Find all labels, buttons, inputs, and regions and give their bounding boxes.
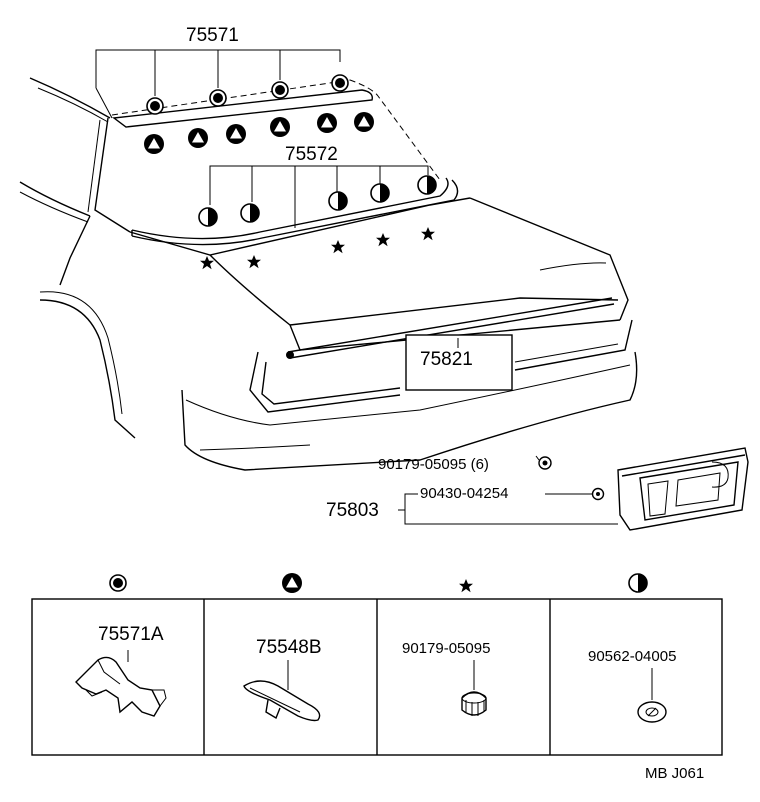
leader-75803 [398, 493, 618, 525]
clip-75548b-marker [270, 117, 290, 137]
circle-dot-icon [109, 574, 127, 592]
grommet-90562-marker [240, 203, 260, 223]
grommet-90562-04005-drawing [637, 668, 667, 723]
label-75571-group: 75571 [95, 25, 341, 119]
clip-75548b-marker [354, 112, 374, 132]
clip-75548b-marker [226, 124, 246, 144]
nut-90179-marker [247, 255, 261, 269]
label-75571: 75571 [186, 25, 239, 46]
legend-table [31, 598, 723, 756]
legend-part-90179-05095: 90179-05095 [402, 640, 490, 657]
garnish-panel-75803 [617, 447, 749, 531]
nut-90179-marker [421, 227, 435, 241]
clip-75571a-marker [146, 97, 164, 115]
triangle-circle-icon [282, 573, 302, 593]
clip-75548b-marker [317, 113, 337, 133]
clip-75548b-marker [188, 128, 208, 148]
washer-90430-part [591, 487, 605, 501]
half-circle-icon [628, 573, 648, 593]
lower-molding-75572 [131, 177, 459, 246]
legend-part-75548b: 75548B [256, 637, 322, 658]
label-90430-04254: 90430-04254 [420, 485, 508, 502]
label-75572: 75572 [285, 144, 338, 165]
grommet-90562-marker [417, 175, 437, 195]
star-icon [459, 579, 473, 593]
upper-molding-75571 [112, 89, 373, 128]
clip-75548b-marker [144, 134, 164, 154]
clip-75571a-drawing [75, 650, 167, 717]
diagram-ref-code: MB J061 [645, 765, 704, 782]
label-75821: 75821 [420, 349, 473, 370]
nut-90179-marker [331, 240, 345, 254]
label-90179-05095-qty: 90179-05095 (6) [378, 456, 489, 473]
grommet-90562-marker [198, 207, 218, 227]
grommet-90562-marker [328, 191, 348, 211]
nut-90179-05095-drawing [461, 660, 487, 716]
car-body-outline [19, 77, 638, 471]
grommet-90562-marker [370, 183, 390, 203]
nut-90179-marker [200, 256, 214, 270]
legend-part-90562-04005: 90562-04005 [588, 648, 676, 665]
label-75572-group: 75572 [209, 144, 429, 228]
clip-75571a-marker [331, 74, 349, 92]
legend-part-75571a: 75571A [98, 624, 164, 645]
label-75803: 75803 [326, 500, 379, 521]
clip-75548b-drawing [243, 660, 321, 722]
nut-90179-part [535, 455, 552, 470]
nut-90179-marker [376, 233, 390, 247]
clip-75571a-marker [271, 81, 289, 99]
clip-75571a-marker [209, 89, 227, 107]
